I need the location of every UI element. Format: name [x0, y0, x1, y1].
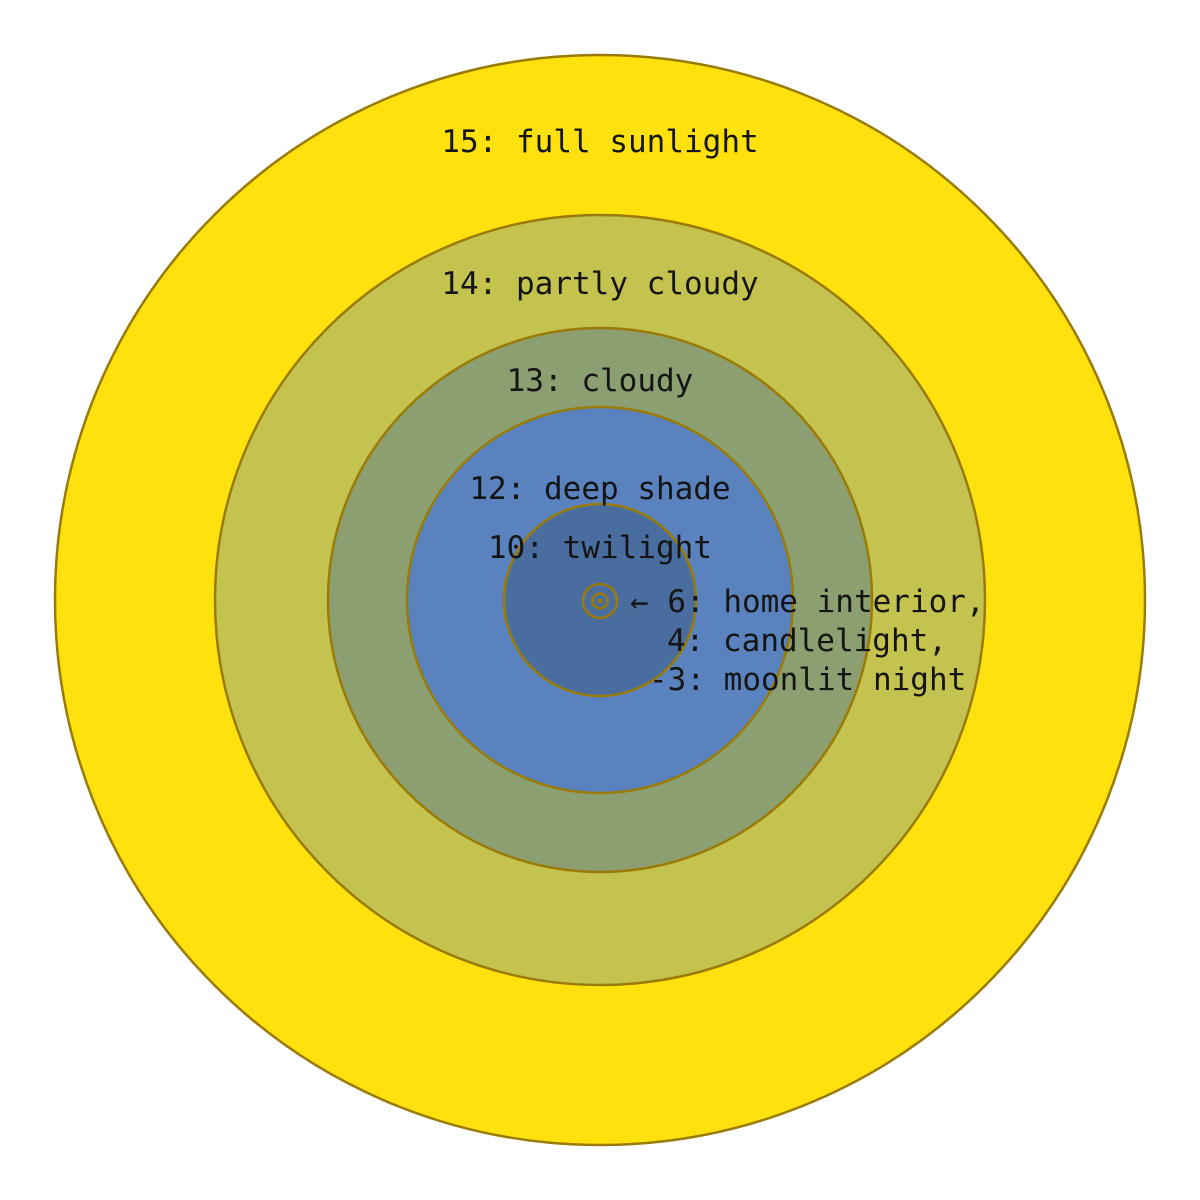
center-circle-ev-6	[581, 582, 619, 620]
ring-label-ev-10: 10: twilight	[488, 530, 712, 566]
annotation-line-2: -3: moonlit night	[649, 662, 966, 698]
ring-label-ev-15: 15: full sunlight	[441, 124, 758, 160]
center-circle-ev--3	[597, 598, 603, 604]
annotation-line-1: 4: candlelight,	[667, 623, 947, 659]
ring-label-ev-14: 14: partly cloudy	[441, 266, 758, 302]
ring-label-ev-12: 12: deep shade	[469, 471, 730, 507]
ring-label-ev-13: 13: cloudy	[507, 363, 694, 399]
annotation-line-0: ← 6: home interior,	[630, 584, 985, 620]
center-circle-ev-4	[591, 592, 609, 610]
